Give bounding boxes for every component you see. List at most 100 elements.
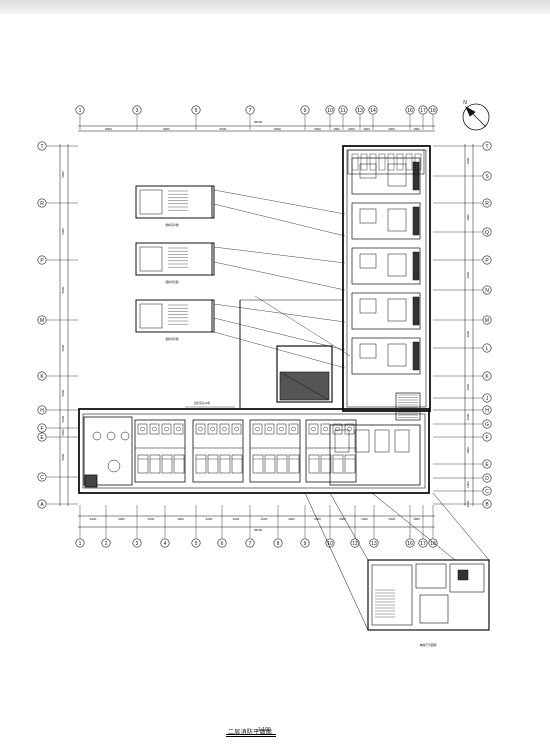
grid-bubble: [482, 285, 492, 295]
detail-leader: [304, 492, 369, 631]
grid-bottom-label: 2: [105, 541, 108, 547]
bathroom-unit: [137, 423, 148, 435]
bathroom-unit: [173, 423, 184, 435]
grid-bubble: [482, 171, 492, 181]
dim-top-value: 1800: [333, 127, 340, 131]
bathroom-unit: [195, 423, 206, 435]
grid-bubble: [482, 343, 492, 353]
dim-bottom-total: 38000: [254, 528, 263, 532]
guest-room-block: [192, 419, 244, 483]
grid-top-label: 5: [195, 108, 198, 114]
grid-right-label: P: [485, 258, 489, 264]
bed-icon: [173, 454, 185, 474]
bed-icon: [320, 454, 332, 474]
tower-column: [412, 296, 420, 326]
grid-bubble: [37, 255, 47, 265]
dim-bottom-value: 3900: [389, 517, 396, 521]
elevator-detail-label: 电梯厅平面图: [420, 643, 437, 647]
dim-left-value: 2500: [61, 429, 65, 436]
fixture-icon: [279, 426, 284, 432]
grid-left-label: T: [40, 144, 43, 150]
tower-column: [412, 341, 420, 371]
dim-right-value: 4000: [466, 214, 470, 221]
wing-inner-wall: [82, 413, 426, 489]
grid-left-label: R: [40, 201, 44, 207]
drawing-title: 二层消防平面图: [228, 730, 273, 736]
grid-bubble: [418, 105, 428, 115]
grid-top-label: 7: [249, 108, 252, 114]
bathroom-unit: [308, 423, 319, 435]
grid-top-label: 17: [420, 108, 426, 114]
grid-bubble: [245, 538, 255, 548]
north-arrow-icon: [462, 103, 490, 131]
lobby-block: [83, 416, 133, 486]
leader-line: [213, 261, 346, 291]
stair-detail-block: [135, 299, 215, 333]
guest-room-block: [134, 419, 186, 483]
dim-left-value: 5000: [61, 453, 65, 460]
grid-bottom-label: 11: [352, 541, 357, 547]
stair-detail-inner: [139, 246, 163, 272]
fixture-icon: [291, 426, 296, 432]
dim-right-value: 4000: [466, 330, 470, 337]
grid-top-label: 14: [370, 108, 376, 114]
grid-left-label: M: [40, 318, 44, 324]
dining-table-icon: [351, 153, 359, 171]
grid-bubble: [37, 423, 47, 433]
grid-bubble: [482, 393, 492, 403]
grid-right-label: D: [485, 476, 489, 482]
stair-detail-label: 楼梯间详图: [166, 223, 179, 227]
leader-line: [213, 331, 346, 369]
bed-icon: [137, 454, 149, 474]
grid-bubble: [482, 255, 492, 265]
dining-table-icon: [414, 153, 422, 171]
dim-left-value: 5000: [61, 344, 65, 351]
grid-bubble: [132, 105, 142, 115]
grid-top-label: 11: [340, 108, 345, 114]
detail-leader: [329, 492, 369, 561]
bathroom-unit: [219, 423, 230, 435]
bathroom-unit: [252, 423, 263, 435]
fixture-icon: [152, 426, 157, 432]
bed-icon: [308, 454, 320, 474]
detail-leader: [432, 492, 490, 561]
stair-hatch: [84, 474, 98, 488]
dim-top-value: 1800: [413, 127, 420, 131]
bed-icon: [219, 454, 231, 474]
grid-bubble: [482, 432, 492, 442]
stair-detail-block: [135, 185, 215, 219]
tower-room: [351, 202, 421, 240]
stair-well: [395, 392, 421, 421]
dim-top-total: 38000: [254, 120, 263, 124]
dim-top-value: 8000: [274, 127, 281, 131]
grid-bottom-label: 6: [221, 541, 224, 547]
grid-bubble: [428, 538, 438, 548]
grid-right-label: H: [485, 408, 489, 414]
guest-room-block: [249, 419, 301, 483]
drawing-scale: 1:100: [258, 727, 271, 733]
north-arrow-needle-icon: [465, 106, 487, 128]
grid-right-label: C: [485, 489, 489, 495]
grid-bubble: [405, 105, 415, 115]
grid-bottom-label: 13: [371, 541, 377, 547]
grid-left-label: C: [40, 475, 44, 481]
tower-column: [412, 251, 420, 281]
grid-bottom-label: 3: [136, 541, 139, 547]
grid-bubble: [75, 105, 85, 115]
grid-bubble: [355, 105, 365, 115]
dim-left-value: 2000: [61, 415, 65, 422]
grid-right-label: M: [485, 318, 489, 324]
dining-table-icon: [378, 153, 386, 171]
dim-top-value: 3300: [314, 127, 321, 131]
grid-left-label: E: [40, 435, 44, 441]
grid-right-label: S: [485, 174, 489, 180]
grid-right-label: K: [485, 374, 489, 380]
leader-line: [213, 246, 346, 264]
dim-bottom-value: 4000: [177, 517, 184, 521]
grid-bottom-label: 1: [79, 541, 82, 547]
dim-right-value: 4000: [466, 383, 470, 390]
dim-bottom-value: 3300: [314, 517, 321, 521]
elevator-stair: [371, 564, 413, 626]
fixture-icon: [210, 426, 215, 432]
grid-bottom-label: 7: [249, 541, 252, 547]
